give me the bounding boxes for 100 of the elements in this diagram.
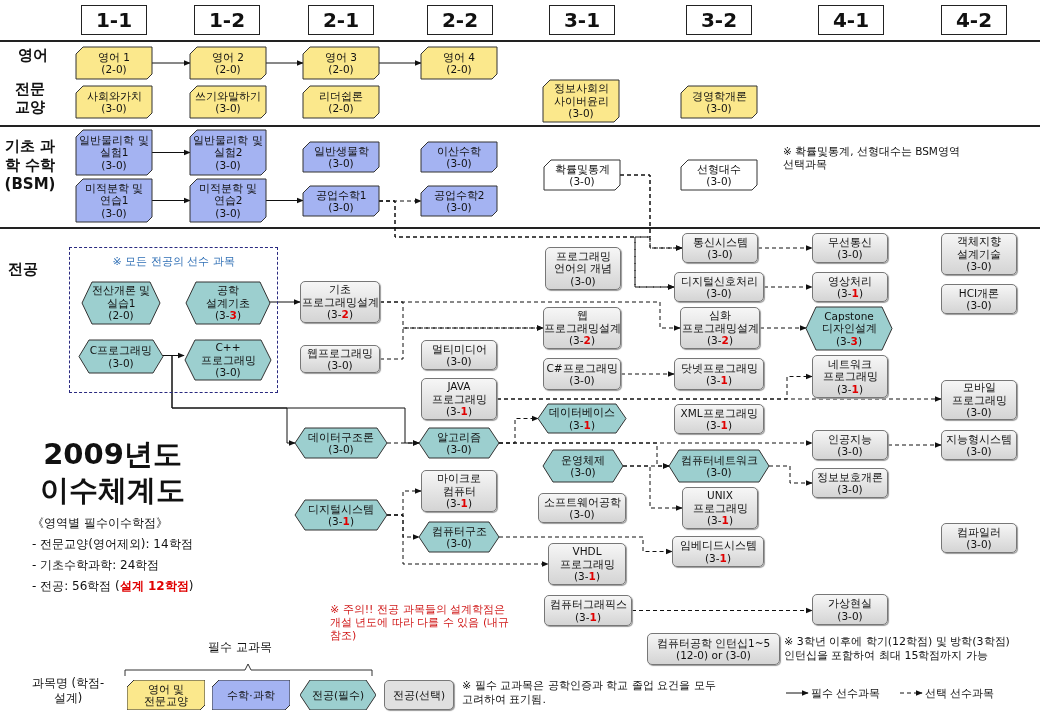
- course-card: 선형대수 (3-0): [681, 160, 757, 190]
- arrow: [151, 197, 191, 204]
- course-box: C#프로그래밍 (3-0): [543, 358, 621, 390]
- course-card: 경영학개론 (3-0): [681, 86, 757, 118]
- course-box: 모바일 프로그래밍 (3-0): [941, 380, 1017, 420]
- arrow: [622, 465, 683, 511]
- bracket-label: 필수 교과목: [207, 640, 273, 655]
- course-card: 공업수학1 (3-0): [303, 186, 379, 216]
- arrow: [151, 149, 191, 156]
- arrow: [887, 442, 942, 448]
- course-box: 프로그래밍 언어의 개념 (3-0): [545, 247, 621, 290]
- arrow: [619, 174, 675, 290]
- course-box: 통신시스템 (3-0): [682, 233, 758, 263]
- course-box: 영상처리 (3-1): [812, 272, 888, 302]
- note-text: ※ 3학년 이후에 학기(12학점) 및 방학(3학점) 인턴십을 포함하여 최대 15학점까지 가능: [784, 635, 1011, 663]
- note-text: - 기초수학과학: 24학점: [32, 558, 161, 573]
- course-card: 일반물리학 및 실험2 (3-0): [190, 130, 266, 175]
- arrow: [498, 536, 673, 555]
- course-hexagon: 운영체제 (3-0): [543, 450, 623, 482]
- note-text: 《영역별 필수이수학점》: [32, 516, 169, 531]
- course-box: UNIX 프로그래밍 (3-1): [682, 487, 758, 529]
- arrow: [379, 301, 681, 331]
- semester-tab: 4-2: [941, 5, 1007, 35]
- course-box: 객체지향 설계기술 (3-0): [941, 233, 1017, 275]
- course-box: HCI개론 (3-0): [941, 284, 1017, 314]
- arrow: [757, 245, 813, 251]
- course-card: 공업수학2 (3-0): [421, 186, 497, 216]
- course-card: 리더쉽론 (2-0): [303, 86, 379, 118]
- course-card: 미적분학 및 연습1 (3-0): [76, 179, 152, 222]
- legend-label: 수학·과학: [226, 687, 276, 703]
- note-text: - 전공: 56학점 (설계 12학점): [32, 579, 195, 594]
- course-card: 확률및통계 (3-0): [544, 160, 620, 190]
- course-box: 가상현실 (3-0): [812, 594, 888, 625]
- semester-tab: 2-2: [427, 5, 493, 35]
- arrow: [265, 197, 304, 204]
- course-box: 컴퓨터그래픽스 (3-1): [544, 595, 632, 626]
- note-text: - 전문교양(영어제외): 14학점: [32, 537, 194, 552]
- course-box: 디지털신호처리 (3-0): [674, 272, 764, 302]
- course-box: 웹 프로그래밍설계 (3-2): [543, 307, 621, 349]
- arrow: [620, 371, 675, 377]
- course-box: 무선통신 (3-0): [812, 233, 888, 263]
- legend-label: 선택 선수과목: [925, 686, 996, 701]
- course-box: JAVA 프로그래밍 (3-1): [421, 378, 497, 420]
- semester-tab: 4-1: [818, 5, 884, 35]
- semester-tab: 3-1: [549, 5, 615, 35]
- course-box: 인공지능 (3-0): [812, 430, 888, 460]
- course-card: 일반물리학 및 실험1 (3-0): [76, 130, 152, 175]
- arrow: [386, 440, 420, 446]
- course-box: 기초 프로그래밍설계 (3-2): [300, 281, 380, 323]
- legend-label: 전공(필수): [310, 687, 366, 703]
- arrow: [759, 325, 807, 331]
- course-card: 미적분학 및 연습2 (3-0): [190, 179, 266, 222]
- course-card: 이산수학 (3-0): [421, 142, 497, 172]
- course-hexagon: 공학 설계기초 (3-3): [186, 282, 270, 324]
- arrow: [763, 284, 813, 290]
- note-text: ※ 주의!! 전공 과목들의 설계학점은 개설 년도에 따라 다를 수 있음 (내규 참조): [330, 603, 511, 642]
- course-box: 지능형시스템 (3-0): [941, 430, 1017, 460]
- arrow: [768, 465, 813, 486]
- arrow: [631, 607, 813, 614]
- note-text: ※ 확률및통계, 선형대수는 BSM영역 선택과목: [783, 145, 961, 171]
- title: 2009년도 이수체계도: [39, 436, 186, 508]
- course-card: 영어 3 (2-0): [303, 47, 379, 79]
- course-box: 컴파일러 (3-0): [941, 523, 1017, 553]
- course-card: 영어 4 (2-0): [421, 47, 497, 79]
- arrow: [265, 60, 304, 66]
- row-heading: 기초 과학 수학 (BSM): [4, 137, 56, 194]
- semester-tab: 3-2: [686, 5, 752, 35]
- note-text: ※ 필수 교과목은 공학인증과 학교 졸업 요건을 모두 고려하여 표기됨.: [462, 679, 717, 707]
- arrow: [386, 514, 549, 567]
- course-hexagon: 컴퓨터네트워크 (3-0): [669, 450, 769, 482]
- arrow: [268, 299, 301, 305]
- caption-text: 과목명 (학점-설계): [30, 676, 106, 706]
- arrow: [496, 396, 942, 402]
- course-hexagon: 알고리즘 (3-0): [419, 428, 499, 458]
- course-card: 사회와가치 (3-0): [76, 86, 152, 118]
- row-heading: 전문 교양: [14, 80, 46, 116]
- group-heading: ※ 모든 전공의 선수 과목: [112, 256, 235, 269]
- arrow: [378, 60, 422, 66]
- semester-tab: 2-1: [308, 5, 374, 35]
- course-box: 웹프로그래밍 (3-0): [300, 345, 380, 373]
- legend-label: 전공(선택): [391, 687, 447, 703]
- course-box: VHDL 프로그래밍 (3-1): [548, 543, 626, 585]
- semester-tab: 1-2: [194, 5, 260, 35]
- arrow: [378, 200, 675, 290]
- course-box: 심화 프로그래밍설계 (3-2): [680, 307, 760, 349]
- arrow: [151, 60, 191, 66]
- course-box: 네트워크 프로그래밍 (3-1): [812, 355, 888, 398]
- course-box: 마이크로 컴퓨터 (3-1): [421, 470, 497, 512]
- legend-label: 필수 선수과목: [811, 686, 882, 701]
- course-box: 정보보호개론 (3-0): [812, 468, 888, 498]
- course-card: 일반생물학 (3-0): [303, 142, 379, 172]
- course-hexagon: C프로그래밍 (3-0): [79, 340, 163, 373]
- course-hexagon: 디지털시스템 (3-1): [295, 500, 387, 530]
- course-card: 영어 1 (2-0): [76, 47, 152, 79]
- course-hexagon: 데이터구조론 (3-0): [295, 428, 387, 458]
- row-heading: 영어: [17, 48, 49, 63]
- course-box: XML프로그래밍 (3-1): [674, 404, 764, 434]
- arrow: [379, 325, 544, 360]
- course-box: 소프트웨어공학 (3-0): [538, 493, 626, 523]
- course-hexagon: C++ 프로그래밍 (3-0): [185, 340, 271, 380]
